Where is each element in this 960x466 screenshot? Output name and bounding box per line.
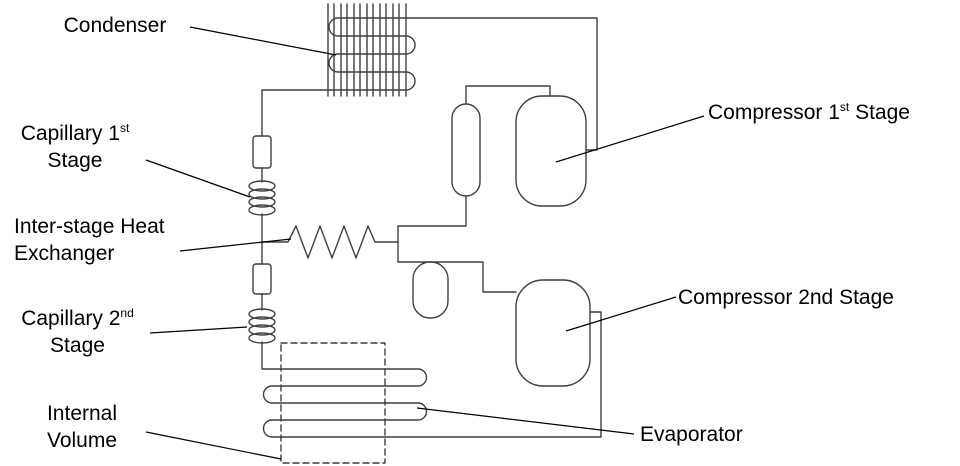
ordinal-suffix: nd [120,306,134,320]
label-text: Inter-stage Heat [14,215,165,238]
filter-drier-2 [252,263,272,295]
condenser-coil [261,17,598,151]
filter-drier-1 [252,135,272,169]
leader-evaporator [416,407,635,435]
capillary-coil-2 [248,308,276,344]
capillary-coil-1 [248,180,276,216]
label-capillary-2nd-stage: Capillary 2nd Stage [0,306,155,360]
label-capillary-1st-stage: Capillary 1st Stage [0,121,150,175]
internal-volume-boundary [280,342,386,464]
label-internal-volume: Internal Volume [22,401,142,455]
condenser-fins [327,3,407,97]
interstage-hx-zigzag [261,225,399,259]
label-text: Stage [50,333,105,357]
compressor-1-shell [515,95,587,207]
leader-lines [145,26,705,460]
label-text: Compressor 2nd Stage [678,286,894,309]
hx-junction-riser [397,195,467,263]
label-text: Internal [46,402,118,425]
label-text: Condenser [63,14,167,37]
label-evaporator: Evaporator [640,422,743,449]
label-text: Compressor 1 [708,101,840,124]
suction-accumulator-1 [451,103,481,197]
leader-capillary-1 [145,159,251,198]
label-text: Exchanger [14,241,115,265]
label-text: Evaporator [640,423,743,446]
label-compressor-1st-stage: Compressor 1st Stage [708,100,910,127]
leader-compressor-1 [555,115,705,163]
label-text: Capillary 2 [21,307,121,330]
pipe-hx-to-compressor2 [397,261,517,293]
label-interstage-heat-exchanger: Inter-stage Heat Exchanger [14,214,165,268]
label-text: Stage [47,148,103,172]
label-text: Stage [849,101,910,124]
label-condenser: Condenser [40,13,190,40]
leader-condenser [189,26,337,56]
compressor-2-shell [515,279,591,387]
ordinal-suffix: st [839,100,850,114]
leader-interstage-hx [179,238,292,252]
label-text: Volume [46,428,118,452]
label-compressor-2nd-stage: Compressor 2nd Stage [678,285,894,312]
leader-internal-volume [145,431,282,460]
evaporator-coil [261,311,602,438]
label-text: Capillary 1 [20,122,120,145]
accumulator-2 [412,261,449,319]
ordinal-suffix: st [119,121,130,135]
leader-compressor-2 [565,296,677,332]
leader-capillary-2 [149,326,248,334]
pipe-accumulator1-to-compressor1 [465,85,551,105]
